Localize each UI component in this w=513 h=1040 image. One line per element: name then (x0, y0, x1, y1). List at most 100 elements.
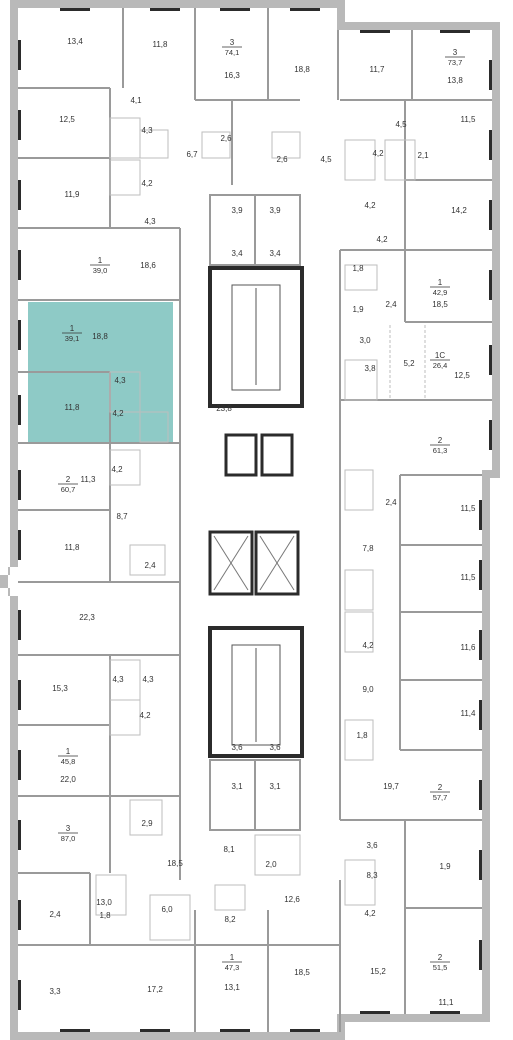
room-area-label: 3,4 (269, 249, 281, 258)
apartment-total-area: 39,1 (65, 334, 80, 343)
room-area-label: 1,8 (352, 264, 364, 273)
room-area-label: 13,0 (96, 898, 112, 907)
room-area-label: 11,8 (65, 403, 81, 412)
room-area-label: 3,0 (359, 336, 371, 345)
apartment-rooms: 3 (66, 824, 71, 833)
room-area-label: 11,5 (461, 504, 477, 513)
apartment-total-area: 87,0 (61, 834, 76, 843)
room-area-label: 4,2 (111, 465, 123, 474)
room-area-label: 13,4 (67, 37, 83, 46)
room-area-label: 3,9 (231, 206, 243, 215)
room-area-label: 19,7 (383, 782, 399, 791)
room-area-label: 2,4 (144, 561, 156, 570)
room-area-label: 2,4 (385, 498, 397, 507)
room-area-label: 15,2 (370, 967, 386, 976)
room-area-label: 18,8 (294, 65, 310, 74)
apartment-total-area: 51,5 (433, 963, 448, 972)
apartment-rooms: 1 (70, 324, 75, 333)
apartment-badge[interactable]: 257,7 (430, 783, 450, 802)
room-area-label: 4,3 (114, 376, 126, 385)
room-area-label: 2,1 (417, 151, 429, 160)
room-area-label: 11,9 (65, 190, 81, 199)
room-area-label: 14,2 (451, 206, 467, 215)
room-area-label: 3,6 (269, 743, 281, 752)
apartment-rooms: 1 (66, 747, 71, 756)
apartment-badge[interactable]: 374,1 (222, 38, 242, 57)
room-area-label: 22,0 (60, 775, 76, 784)
room-area-label: 22,3 (79, 613, 95, 622)
room-area-label: 15,3 (52, 684, 68, 693)
apartment-badge[interactable]: 145,8 (58, 747, 78, 766)
apartment-badge[interactable]: 260,7 (58, 475, 78, 494)
room-area-label: 4,2 (364, 909, 376, 918)
room-area-label: 4,3 (142, 675, 154, 684)
room-area-label: 17,2 (147, 985, 163, 994)
apartment-badge[interactable]: 261,3 (430, 436, 450, 455)
room-area-label: 2,0 (265, 860, 277, 869)
room-area-label: 12,6 (284, 895, 300, 904)
room-area-label: 2,9 (141, 819, 153, 828)
room-area-label: 4,3 (112, 675, 124, 684)
room-area-label: 9,0 (362, 685, 374, 694)
room-area-label: 4,2 (364, 201, 376, 210)
room-area-label: 3,1 (269, 782, 281, 791)
room-area-label: 6,0 (161, 905, 173, 914)
apartment-badge[interactable]: 387,0 (58, 824, 78, 843)
room-area-label: 6,7 (186, 150, 198, 159)
room-area-label: 8,1 (223, 845, 235, 854)
apartment-badge[interactable]: 142,9 (430, 278, 450, 297)
room-area-label: 2,6 (276, 155, 288, 164)
apartment-badge[interactable]: 147,3 (222, 953, 242, 972)
room-area-label: 2,4 (385, 300, 397, 309)
room-area-label: 3,3 (49, 987, 61, 996)
room-area-label: 4,2 (372, 149, 384, 158)
apartment-rooms: 1 (230, 953, 235, 962)
apartment-rooms: 2 (438, 436, 443, 445)
thin-partitions (95, 117, 426, 941)
room-area-label: 1,8 (99, 911, 111, 920)
room-area-label: 11,6 (461, 643, 477, 652)
apartment-total-area: 61,3 (433, 446, 448, 455)
room-area-label: 12,5 (454, 371, 470, 380)
apartment-total-area: 57,7 (433, 793, 448, 802)
room-area-label: 11,8 (65, 543, 81, 552)
room-area-label: 4,2 (141, 179, 153, 188)
room-area-label: 4,5 (320, 155, 332, 164)
apartment-badge[interactable]: 139,0 (90, 256, 110, 275)
room-area-label: 12,5 (59, 115, 75, 124)
room-area-label: 2,6 (220, 134, 232, 143)
room-area-label: 11,3 (81, 475, 97, 484)
room-area-label: 11,5 (461, 115, 477, 124)
interior-walls (18, 8, 492, 1032)
room-area-label: 3,6 (366, 841, 378, 850)
room-area-label: 3,6 (231, 743, 243, 752)
room-area-label: 13,1 (224, 983, 240, 992)
room-area-label: 4,1 (130, 96, 142, 105)
apartment-total-area: 45,8 (61, 757, 76, 766)
building-core (208, 194, 304, 831)
apartment-total-area: 74,1 (225, 48, 240, 57)
room-area-label: 4,2 (376, 235, 388, 244)
room-area-label: 11,4 (461, 709, 477, 718)
apartment-total-area: 39,0 (93, 266, 108, 275)
apartment-badge[interactable]: 251,5 (430, 953, 450, 972)
room-area-label: 4,3 (141, 126, 153, 135)
room-area-label: 4,5 (395, 120, 407, 129)
apartment-total-area: 60,7 (61, 485, 76, 494)
apartment-total-area: 47,3 (225, 963, 240, 972)
apartment-rooms: 2 (438, 783, 443, 792)
room-area-label: 18,5 (432, 300, 448, 309)
apartment-rooms: 1С (435, 351, 445, 360)
apartment-total-area: 26,4 (433, 361, 448, 370)
room-area-label: 4,2 (362, 641, 374, 650)
apartment-badge[interactable]: 373,7 (445, 48, 465, 67)
room-area-label: 5,2 (403, 359, 415, 368)
room-area-label: 3,4 (231, 249, 243, 258)
apartment-rooms: 2 (66, 475, 71, 484)
apartment-total-area: 42,9 (433, 288, 448, 297)
apartment-badge[interactable]: 139,1 (62, 324, 82, 343)
room-area-label: 2,4 (49, 910, 61, 919)
